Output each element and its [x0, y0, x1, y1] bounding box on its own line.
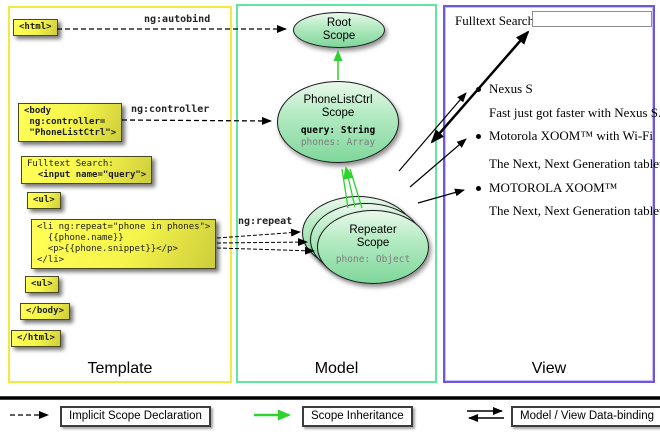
- view-search-label: Fulltext Search:: [455, 13, 538, 28]
- repeater-name-line1: Repeater: [349, 224, 397, 236]
- legend-model-view-binding: Model / View Data-binding: [511, 406, 660, 427]
- view-item-desc: The Next, Next Generation tablet.: [489, 203, 660, 218]
- model-column-label: Model: [314, 360, 359, 377]
- phonelistctrl-scope-ellipse: PhoneListCtrl Scope query: String phones…: [277, 81, 399, 163]
- view-item-title: Motorola XOOM™ with Wi-Fi: [489, 128, 654, 143]
- edge-label-repeat: ng:repeat: [238, 216, 293, 227]
- phonelistctrl-name-line1: PhoneListCtrl: [303, 94, 373, 106]
- phonelistctrl-name-line2: Scope: [321, 107, 355, 119]
- code-box-ul-close: <ul>: [25, 276, 59, 293]
- template-column-label: Template: [87, 360, 153, 377]
- view-item-desc: The Next, Next Generation tablet.: [489, 156, 660, 171]
- view-column-label: View: [531, 360, 567, 377]
- code-box-li-repeat: <li ng:repeat="phone in phones"> {{phone…: [31, 219, 217, 269]
- model-column: Model: [236, 4, 437, 383]
- code-fulltext-label: Fulltext Search:: [27, 159, 114, 169]
- root-scope-ellipse: Root Scope: [293, 12, 385, 48]
- legend-scope-inheritance: Scope Inheritance: [302, 406, 413, 427]
- root-scope-name-line1: Root: [326, 17, 352, 29]
- view-item-desc: Fast just got faster with Nexus S.: [489, 105, 660, 120]
- bullet-icon: [476, 186, 481, 191]
- code-box-ul-open: <ul>: [27, 192, 61, 209]
- code-box-html-open: <html>: [13, 19, 58, 36]
- view-item-title: MOTOROLA XOOM™: [489, 180, 618, 195]
- repeater-prop-phone: phone: Object: [335, 254, 411, 265]
- bullet-icon: [476, 134, 481, 139]
- edge-label-autobind: ng:autobind: [144, 14, 211, 25]
- code-box-body-close: </body>: [20, 303, 70, 320]
- view-item-title: Nexus S: [489, 81, 533, 96]
- code-fulltext-input: <input name="query">: [27, 170, 147, 180]
- edge-label-controller: ng:controller: [131, 104, 210, 115]
- root-scope-name-line2: Scope: [322, 30, 356, 42]
- code-box-body-open: <body ng:controller= "PhoneListCtrl">: [18, 103, 123, 142]
- view-search-input[interactable]: [532, 11, 652, 27]
- phonelistctrl-prop-phones: phones: Array: [300, 137, 376, 148]
- phonelistctrl-prop-query: query: String: [300, 125, 376, 136]
- repeater-scope-ellipse-front: Repeater Scope phone: Object: [317, 210, 429, 284]
- repeater-name-line2: Scope: [356, 237, 390, 249]
- legend-implicit-scope: Implicit Scope Declaration: [60, 406, 211, 427]
- code-box-html-close: </html>: [11, 330, 61, 347]
- bullet-icon: [476, 87, 481, 92]
- code-box-fulltext: Fulltext Search: <input name="query">: [21, 156, 153, 184]
